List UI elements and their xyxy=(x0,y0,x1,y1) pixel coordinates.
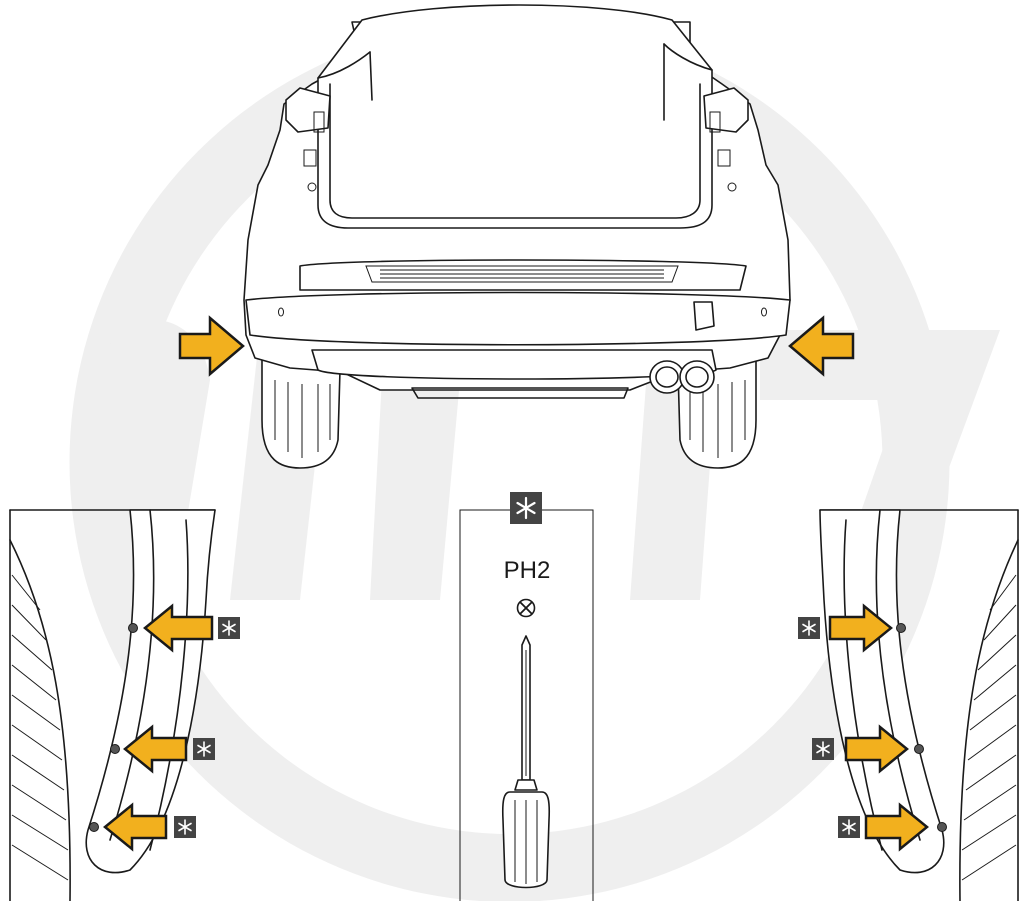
right-screw-arrow-1 xyxy=(828,603,893,653)
right-wheel-arch-detail xyxy=(819,509,1019,901)
tool-label: PH2 xyxy=(504,557,551,584)
left-screw-marker-2 xyxy=(193,738,215,760)
right-screw-arrow-3 xyxy=(864,802,929,852)
left-wheel-arch-detail xyxy=(9,509,216,901)
right-bumper-arrow xyxy=(788,315,855,377)
left-screw-marker-3 xyxy=(174,816,196,838)
tailgate xyxy=(317,4,713,229)
right-screw-arrow-2 xyxy=(844,724,909,774)
tow-hook-cover xyxy=(693,301,715,331)
tool-panel-screw-marker xyxy=(510,492,542,524)
right-screw-marker-2 xyxy=(812,738,834,760)
left-screw-marker-1 xyxy=(218,617,240,639)
left-screw-arrow-1 xyxy=(143,603,214,653)
bumper-grille xyxy=(365,265,679,283)
left-tail-light xyxy=(285,87,331,192)
left-screw-arrow-2 xyxy=(123,724,188,774)
phillips-screw-icon xyxy=(516,598,536,618)
right-tail-light xyxy=(703,87,749,192)
car-rear-view xyxy=(243,4,791,469)
left-rear-tyre xyxy=(261,359,341,469)
left-bumper-arrow xyxy=(178,315,245,377)
exhaust-pipes xyxy=(649,360,715,394)
left-screw-arrow-3 xyxy=(103,802,168,852)
tool-panel: PH2 xyxy=(459,492,594,901)
right-screw-marker-3 xyxy=(838,816,860,838)
screwdriver-icon xyxy=(501,635,551,889)
rear-bumper xyxy=(245,291,791,346)
right-screw-marker-1 xyxy=(798,617,820,639)
